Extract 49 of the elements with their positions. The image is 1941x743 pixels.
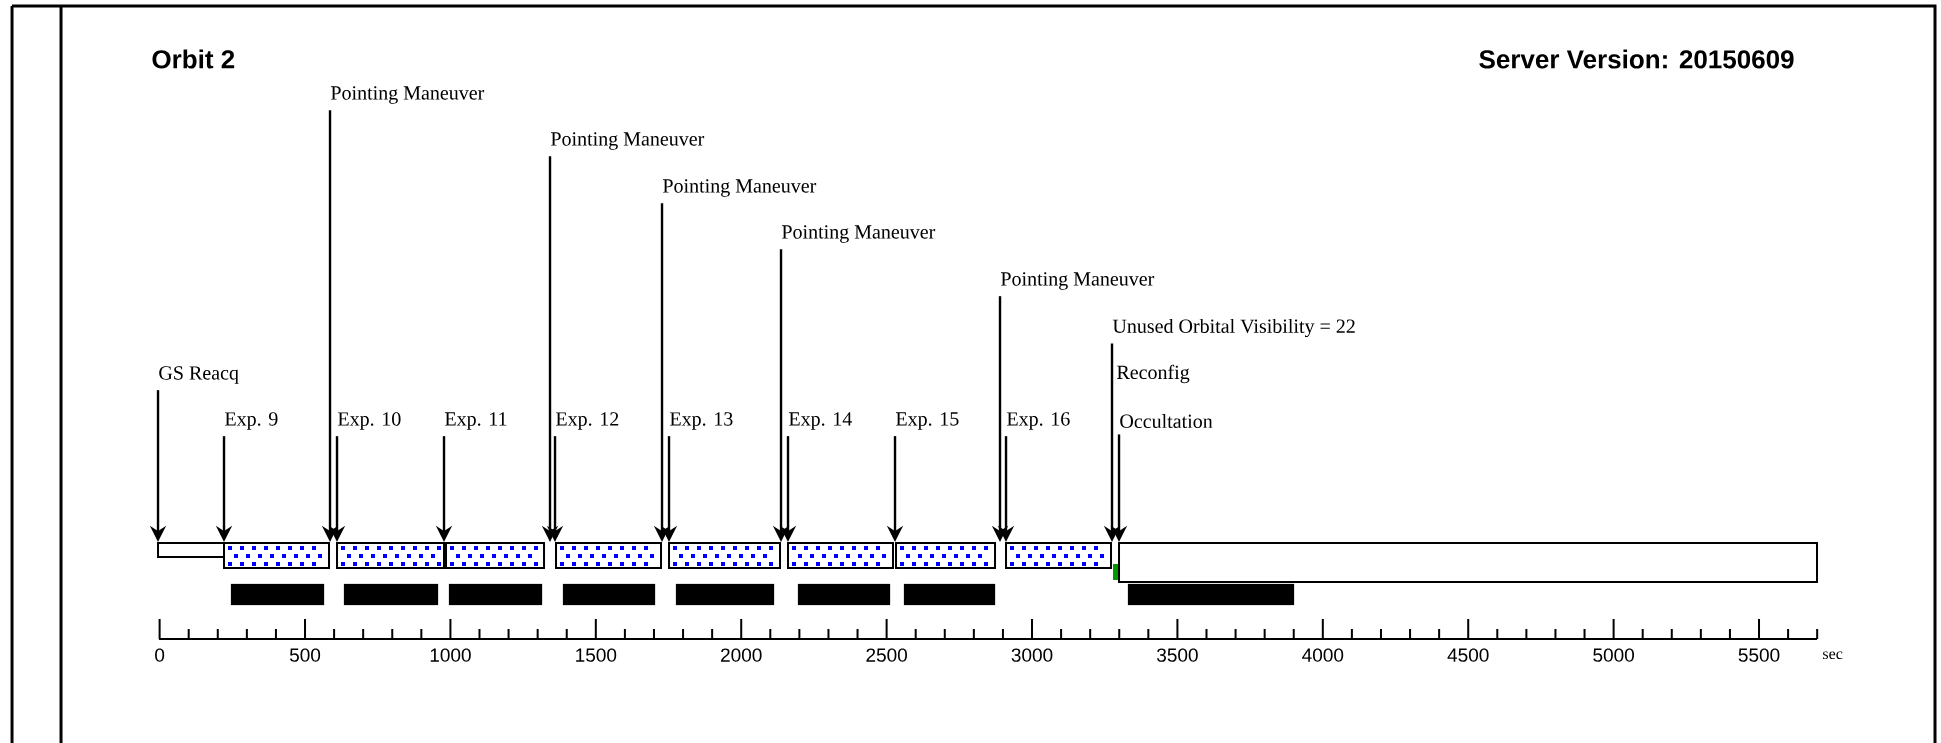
visibility-bar [343,583,439,606]
tick-label: 500 [289,648,321,662]
visibility-bar [797,583,891,606]
tick-label: 5500 [1738,648,1780,662]
event-label: Unused Orbital Visibility = 22 [1112,318,1355,338]
event-label: Occultation [1120,413,1213,428]
orbit-title: Orbit 2 [152,49,235,69]
exposure-bar [668,542,781,569]
exposure-bar [1005,542,1112,569]
tick-label: 0 [155,648,165,662]
visibility-bar [903,583,996,606]
tick-label: 3500 [1157,648,1198,662]
tick-label: 1500 [576,648,617,662]
event-label: Pointing Maneuver [1001,272,1155,290]
time-bar [1118,542,1818,583]
event-label: Pointing Maneuver [331,86,485,104]
exposure-bar [787,542,894,569]
visibility-bar [562,583,656,606]
event-label: Reconfig [1117,364,1190,384]
tick-label: 1000 [430,648,471,662]
tick-label: 4500 [1447,648,1489,662]
event-label: Pointing Maneuver [782,225,936,243]
event-label: Exp. 13 [670,412,733,430]
unit-label: sec [1823,651,1843,660]
tick-label: 4000 [1302,648,1344,662]
tick-label: 2000 [721,648,762,662]
visibility-bar [448,583,543,606]
event-label: Exp. 16 [1007,412,1070,430]
time-bar [157,542,225,558]
server-version: Server Version: 20150609 [1479,49,1794,69]
event-label: Pointing Maneuver [663,179,817,197]
event-label: Exp. 12 [556,412,619,430]
exposure-bar [555,542,662,569]
visibility-bar [230,583,325,606]
visibility-bar [1127,583,1295,606]
exposure-bar [445,542,545,569]
event-label: Exp. 11 [445,412,507,430]
event-label: Exp. 14 [789,412,852,430]
tick-label: 2500 [866,648,907,662]
tick-label: 3000 [1011,648,1053,662]
event-label: Exp. 15 [896,412,959,430]
event-label: Exp. 10 [338,412,401,430]
tick-label: 5000 [1593,648,1634,662]
event-label: Exp. 9 [225,412,278,430]
event-label: GS Reacq [159,366,239,384]
visibility-bar [675,583,775,606]
exposure-bar [895,542,996,569]
event-label: Pointing Maneuver [551,132,705,150]
exposure-bar [336,542,445,569]
